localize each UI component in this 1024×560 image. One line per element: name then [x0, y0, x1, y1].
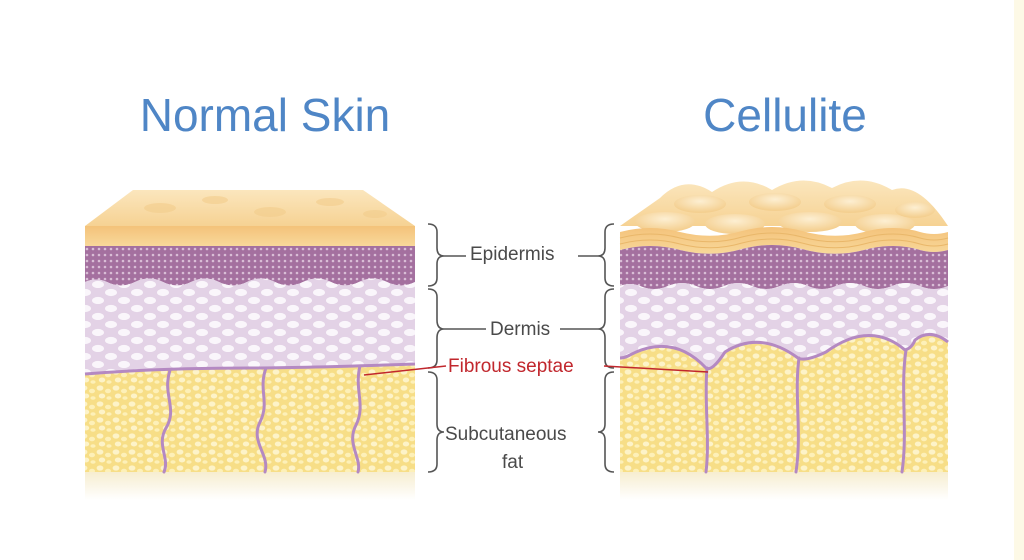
- background-edge: [1014, 0, 1024, 560]
- normal-dermis-layer: [85, 278, 415, 374]
- bracket-left-dermis: [427, 288, 445, 369]
- label-fibrous-septae: Fibrous septae: [448, 356, 574, 378]
- label-subcutaneous: Subcutaneous: [445, 424, 567, 446]
- cellulite-shadow: [620, 470, 948, 500]
- normal-skin-shadow: [85, 470, 415, 500]
- title-cellulite: Cellulite: [703, 89, 867, 141]
- title-normal-skin: Normal Skin: [139, 89, 391, 141]
- bracket-right-fat: [597, 371, 615, 473]
- label-epidermis: Epidermis: [470, 244, 555, 266]
- label-fat: fat: [502, 452, 524, 474]
- septae-pointer-left: [363, 365, 447, 376]
- cellulite-block: [619, 180, 949, 500]
- bracket-left-fat: [427, 371, 445, 473]
- cellulite-dermis-layer: [620, 283, 948, 369]
- label-connectors: [444, 255, 598, 330]
- cellulite-septum-2: [794, 356, 801, 474]
- right-brackets: [597, 223, 615, 473]
- cellulite-septum-1: [704, 366, 709, 474]
- normal-subcutaneous-fat-layer: [85, 364, 415, 472]
- cellulite-epidermis-layer: [620, 245, 948, 289]
- normal-septum-1: [160, 368, 173, 474]
- normal-fibrous-septae: [160, 364, 362, 474]
- cellulite-surface-bumps: [635, 193, 935, 234]
- left-brackets: [427, 223, 445, 473]
- bracket-left-epidermis: [427, 223, 445, 287]
- cellulite-corneum-lines: [619, 232, 949, 249]
- septae-pointer-lines: [363, 365, 709, 376]
- bracket-right-dermis: [597, 288, 615, 369]
- normal-dermis-fat-boundary: [84, 362, 416, 376]
- normal-septum-3: [351, 364, 362, 474]
- normal-skin-surface-dimples: [144, 196, 387, 218]
- normal-skin-top-surface: [85, 190, 415, 226]
- normal-septum-2: [255, 366, 268, 474]
- normal-stratum-corneum: [85, 226, 415, 246]
- normal-epidermis-layer: [85, 246, 415, 286]
- septae-pointer-right: [603, 365, 709, 373]
- cellulite-subcutaneous-fat-layer: [620, 334, 948, 472]
- cellulite-fibrous-septae: [704, 348, 908, 474]
- bracket-right-epidermis: [597, 223, 615, 287]
- label-dermis: Dermis: [490, 319, 551, 341]
- normal-skin-block: [84, 190, 416, 500]
- cellulite-septum-3: [900, 348, 908, 474]
